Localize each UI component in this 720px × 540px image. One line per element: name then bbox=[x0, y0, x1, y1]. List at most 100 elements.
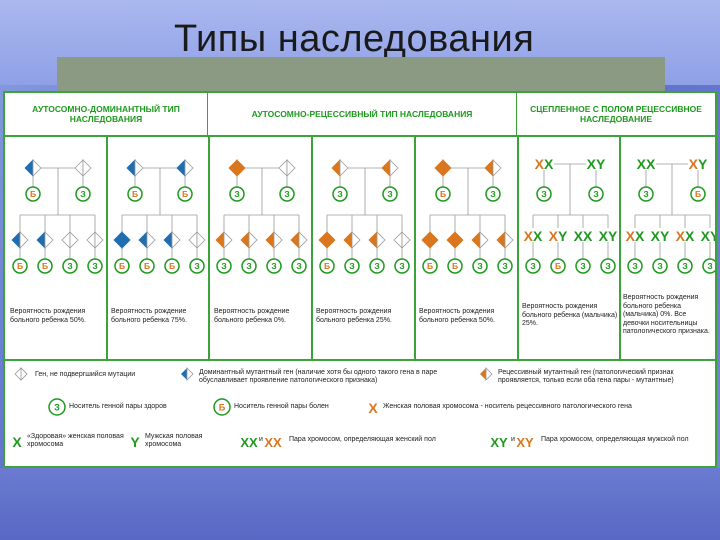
gene-half-diamond bbox=[44, 231, 54, 249]
legend-xy-pair-icon: XY bbox=[490, 435, 508, 450]
legend-female-pair: Пара хромосом, определяющая женский пол bbox=[289, 436, 436, 443]
healthy-circle bbox=[638, 186, 654, 202]
svg-text:Б: Б bbox=[219, 403, 226, 413]
legend-normal-gene: Ген, не подвергшийся мутации bbox=[35, 371, 136, 378]
gene-half-diamond bbox=[496, 231, 506, 249]
gene-half-diamond bbox=[74, 159, 84, 177]
gene-half-diamond bbox=[278, 159, 288, 177]
gene-half-diamond bbox=[471, 231, 481, 249]
healthy-circle bbox=[652, 258, 668, 274]
gene-half-diamond bbox=[138, 231, 148, 249]
legend-normal-gene-icon bbox=[14, 367, 28, 381]
gene-half-diamond bbox=[69, 231, 79, 249]
sick-label: Б bbox=[30, 189, 36, 199]
chromosome-pair: XX bbox=[535, 156, 554, 172]
healthy-circle bbox=[266, 258, 282, 274]
healthy-circle bbox=[344, 258, 360, 274]
gene-half-diamond bbox=[36, 231, 46, 249]
sick-circle bbox=[25, 186, 41, 202]
healthy-circle bbox=[536, 186, 552, 202]
healthy-label: З bbox=[682, 261, 687, 271]
gene-half-diamond bbox=[265, 231, 275, 249]
chromosome-pair: XY bbox=[701, 228, 715, 244]
gene-half-diamond bbox=[429, 231, 439, 249]
healthy-label: З bbox=[707, 261, 712, 271]
gene-half-diamond bbox=[11, 231, 21, 249]
gene-half-diamond bbox=[273, 231, 283, 249]
legend-y-icon: Y bbox=[130, 434, 140, 450]
sick-label: Б bbox=[119, 261, 125, 271]
sick-circle bbox=[690, 186, 706, 202]
sick-label: Б bbox=[324, 261, 330, 271]
inheritance-diagram-panel: АУТОСОМНО-ДОМИНАНТНЫЙ ТИП НАСЛЕДОВАНИЯ А… bbox=[3, 91, 717, 468]
gene-half-diamond bbox=[343, 231, 353, 249]
healthy-circle bbox=[291, 258, 307, 274]
legend-sick-circle-icon: Б bbox=[213, 398, 231, 416]
healthy-label: З bbox=[502, 261, 507, 271]
legend-xx-pair-icon: XX bbox=[264, 435, 282, 450]
healthy-circle bbox=[216, 258, 232, 274]
sick-circle bbox=[435, 186, 451, 202]
gene-half-diamond bbox=[434, 159, 444, 177]
gene-half-diamond bbox=[401, 231, 411, 249]
col-divider bbox=[208, 135, 210, 359]
chromosome-pair: XY bbox=[549, 228, 568, 244]
chromosome-pair: XX bbox=[626, 228, 645, 244]
healthy-circle bbox=[472, 258, 488, 274]
healthy-circle bbox=[279, 186, 295, 202]
legend-recessive-gene-icon bbox=[480, 367, 493, 381]
healthy-label: З bbox=[296, 261, 301, 271]
legend-male-pair: Пара хромосом, определяющая мужской пол bbox=[541, 436, 689, 443]
gene-half-diamond bbox=[484, 159, 494, 177]
gene-half-diamond bbox=[188, 231, 198, 249]
probability-text: Вероятность рождения больного ребенка 25… bbox=[316, 308, 392, 324]
legend-healthy-carrier: Носитель генной пары здоров bbox=[69, 403, 167, 410]
title-underbar bbox=[57, 57, 665, 91]
healthy-label: З bbox=[643, 189, 648, 199]
header-autosomal-dominant: АУТОСОМНО-ДОМИНАНТНЫЙ ТИП НАСЛЕДОВАНИЯ bbox=[5, 93, 208, 135]
col-divider bbox=[414, 135, 416, 359]
gene-half-diamond bbox=[223, 231, 233, 249]
gene-half-diamond bbox=[196, 231, 206, 249]
sick-label: Б bbox=[695, 189, 701, 199]
svg-text:З: З bbox=[54, 403, 60, 413]
header-autosomal-recessive: АУТОСОМНО-РЕЦЕССИВНЫЙ ТИП НАСЛЕДОВАНИЯ bbox=[208, 93, 517, 135]
healthy-label: З bbox=[541, 189, 546, 199]
gene-half-diamond bbox=[290, 231, 300, 249]
sick-circle bbox=[114, 258, 130, 274]
gene-half-diamond bbox=[381, 159, 391, 177]
sick-label: Б bbox=[427, 261, 433, 271]
gene-half-diamond bbox=[479, 231, 489, 249]
healthy-label: З bbox=[374, 261, 379, 271]
probability-text: Вероятность рождение больного ребенка 75… bbox=[111, 308, 187, 324]
gene-half-diamond bbox=[24, 159, 34, 177]
chromosome-pair: XX bbox=[676, 228, 695, 244]
healthy-circle bbox=[627, 258, 643, 274]
legend-and: и bbox=[511, 436, 515, 443]
healthy-circle bbox=[600, 258, 616, 274]
gene-half-diamond bbox=[376, 231, 386, 249]
header-sex-linked: СЦЕПЛЕННОЕ С ПОЛОМ РЕЦЕССИВНОЕ НАСЛЕДОВА… bbox=[530, 104, 702, 124]
gene-half-diamond bbox=[19, 231, 29, 249]
healthy-label: З bbox=[605, 261, 610, 271]
healthy-label: З bbox=[246, 261, 251, 271]
healthy-circle bbox=[485, 186, 501, 202]
gene-half-diamond bbox=[171, 231, 181, 249]
header-divider bbox=[5, 135, 715, 137]
gene-half-diamond bbox=[248, 231, 258, 249]
healthy-label: З bbox=[194, 261, 199, 271]
gene-half-diamond bbox=[492, 159, 502, 177]
healthy-circle bbox=[525, 258, 541, 274]
chromosome-pair: XX bbox=[524, 228, 543, 244]
healthy-circle bbox=[369, 258, 385, 274]
slide-bottom-band bbox=[0, 468, 720, 540]
gene-half-diamond bbox=[446, 231, 456, 249]
legend-and: и bbox=[259, 436, 263, 443]
sick-circle bbox=[139, 258, 155, 274]
legend-recessive-gene: Рецессивный мутантный ген (патологически… bbox=[498, 369, 674, 384]
gene-half-diamond bbox=[163, 231, 173, 249]
col-divider bbox=[311, 135, 313, 359]
healthy-circle bbox=[382, 186, 398, 202]
healthy-circle bbox=[702, 258, 715, 274]
